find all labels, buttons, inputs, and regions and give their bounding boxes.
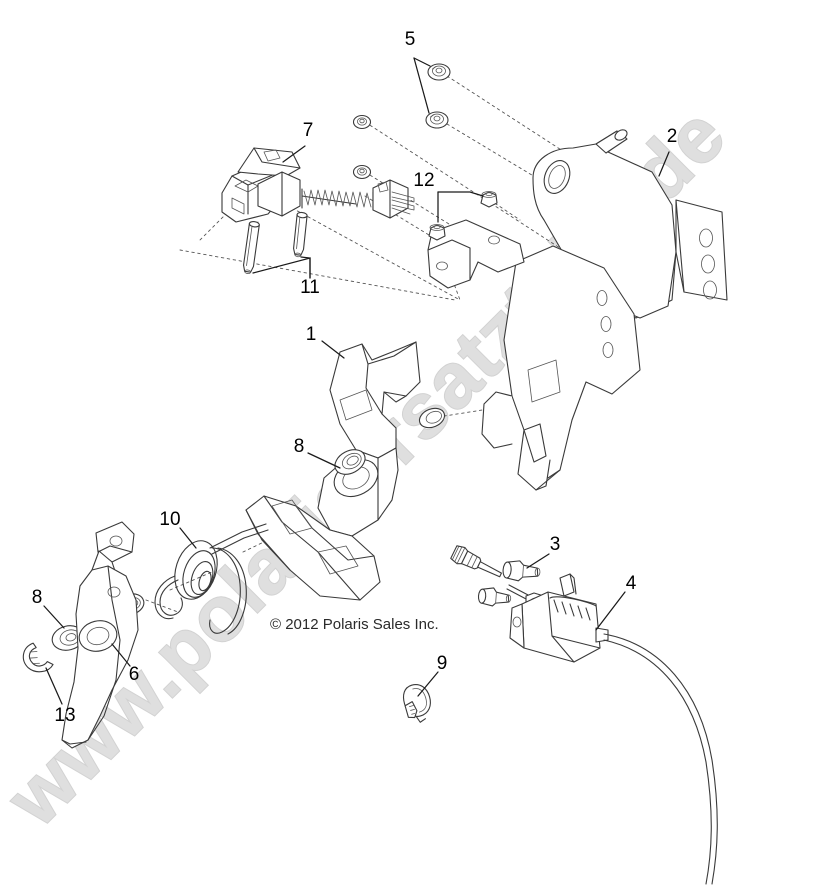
callout-13: 13: [54, 705, 75, 726]
callout-2: 2: [667, 126, 678, 147]
part-retaining-e-clip: [22, 642, 54, 673]
callout-11: 11: [300, 277, 320, 298]
part-clevis-pin-group: [242, 211, 308, 274]
callout-numbers: 5 2 7 12 11 1 8 10 3 4 8 6 9 13: [32, 29, 678, 726]
callout-10: 10: [159, 509, 180, 530]
part-pivot-bolt-group: [477, 560, 541, 607]
callout-12: 12: [413, 170, 434, 191]
callout-7: 7: [303, 120, 314, 141]
leader-lines: [43, 57, 670, 705]
part-brake-pedal-pad: [245, 341, 421, 601]
callout-3: 3: [550, 534, 561, 555]
part-cable-retaining-clip: [402, 684, 431, 723]
part-brake-light-switch: [221, 147, 415, 223]
part-mounting-bracket: [427, 129, 728, 491]
callout-8-upper: 8: [294, 436, 305, 457]
copyright-notice: © 2012 Polaris Sales Inc.: [270, 616, 439, 633]
coil-spring-7: [301, 188, 374, 211]
callout-4: 4: [626, 573, 637, 594]
part-flange-nut-group: [352, 63, 451, 180]
callout-5: 5: [405, 29, 416, 50]
part-master-cylinder: [450, 545, 718, 885]
callout-9: 9: [437, 653, 448, 674]
part-return-spring: [154, 523, 269, 635]
callout-1: 1: [306, 324, 317, 345]
part-lock-nut-group: [428, 191, 498, 241]
part-pedal-arm-lever: [61, 521, 139, 749]
callout-6: 6: [129, 664, 140, 685]
callout-8-lower: 8: [32, 587, 43, 608]
